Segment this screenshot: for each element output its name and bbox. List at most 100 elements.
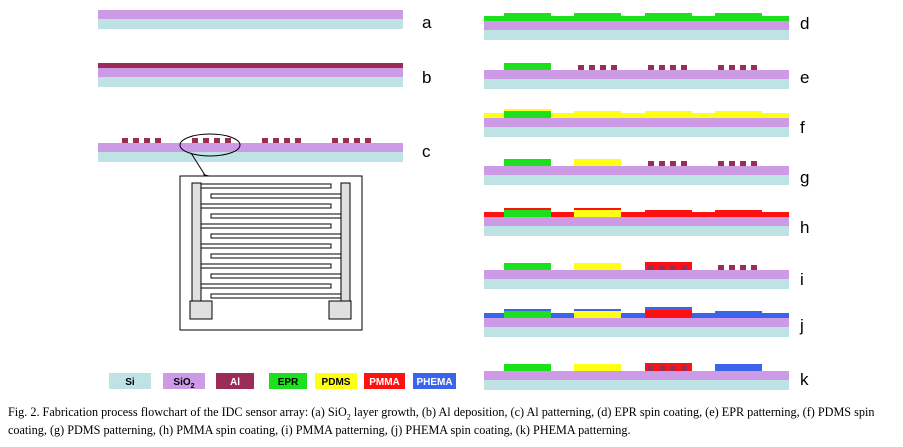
figure-caption: Fig. 2. Fabrication process flowchart of… xyxy=(8,403,900,439)
idc-top-view xyxy=(179,175,363,331)
fabrication-flowchart-figure: a b c xyxy=(98,10,809,390)
legend-label: PDMS xyxy=(322,377,351,388)
legend-swatch xyxy=(163,373,205,389)
al-electrodes xyxy=(578,65,757,70)
epr-pad xyxy=(504,63,551,70)
step-label-d: d xyxy=(800,14,809,33)
legend-swatch xyxy=(364,373,405,389)
sio2-layer xyxy=(484,217,789,226)
si-layer xyxy=(484,30,789,40)
idc-left-pad xyxy=(189,300,213,320)
si-layer xyxy=(484,279,789,289)
legend-swatch xyxy=(413,373,456,389)
step-label-a: a xyxy=(422,13,432,32)
legend-item-al: Al xyxy=(216,373,254,389)
legend-item-epr: EPR xyxy=(269,373,307,389)
step-a-stack xyxy=(98,10,403,29)
pmma-pad xyxy=(645,310,692,318)
caption-suffix: layer growth, (b) Al deposition, (c) Al … xyxy=(8,405,875,437)
idc-right-pad xyxy=(328,300,352,320)
legend-swatch xyxy=(315,373,357,389)
si-layer xyxy=(484,79,789,89)
idc-fingers xyxy=(200,183,342,299)
legend-label: EPR xyxy=(278,377,299,388)
step-label-c: c xyxy=(422,142,431,161)
al-electrodes xyxy=(648,366,687,371)
step-b-stack xyxy=(98,63,403,87)
pmma-layer xyxy=(484,208,789,217)
step-label-g: g xyxy=(800,168,809,187)
al-electrodes xyxy=(648,161,757,166)
step-i-stack xyxy=(484,262,789,289)
legend-label: PMMA xyxy=(369,377,400,388)
epr-pad xyxy=(504,364,551,371)
epr-pad xyxy=(504,159,551,166)
idc-right-busbar xyxy=(340,182,351,302)
sio2-layer xyxy=(484,166,789,175)
legend-swatch xyxy=(109,373,151,389)
al-layer xyxy=(98,63,403,68)
step-label-j: j xyxy=(799,316,804,335)
legend-item-pdms: PDMS xyxy=(315,373,357,389)
step-c-stack xyxy=(98,133,403,182)
step-k-stack xyxy=(484,363,789,390)
sio2-layer xyxy=(98,143,403,152)
legend-item-phema: PHEMA xyxy=(413,373,456,389)
legend-swatch xyxy=(269,373,307,389)
si-layer xyxy=(484,380,789,390)
pdms-pad xyxy=(574,210,621,217)
si-layer xyxy=(98,152,403,162)
sio2-layer xyxy=(98,68,403,77)
epr-pad xyxy=(504,111,551,118)
step-label-k: k xyxy=(800,370,809,389)
si-layer xyxy=(98,19,403,29)
si-layer xyxy=(484,327,789,337)
step-label-e: e xyxy=(800,68,809,87)
legend-item-si: Si xyxy=(109,373,151,389)
pdms-layer xyxy=(484,109,789,118)
legend-item-pmma: PMMA xyxy=(364,373,405,389)
phema-pad xyxy=(715,364,762,371)
step-label-i: i xyxy=(800,270,804,289)
idc-left-busbar xyxy=(191,182,202,302)
step-g-stack xyxy=(484,159,789,185)
sio2-layer xyxy=(484,70,789,79)
sio2-layer xyxy=(98,10,403,19)
sio2-layer xyxy=(484,21,789,30)
si-layer xyxy=(98,77,403,87)
step-j-stack xyxy=(484,307,789,337)
legend-label-main: SiO xyxy=(173,377,190,388)
step-label-f: f xyxy=(800,118,805,137)
legend-label-sub: 2 xyxy=(191,383,195,390)
caption-prefix: Fig. 2. Fabrication process flowchart of… xyxy=(8,405,347,419)
epr-layer xyxy=(484,13,789,21)
pmma-pad xyxy=(645,262,692,270)
legend-item-sio: SiO2 xyxy=(163,373,205,390)
zoom-ellipse xyxy=(179,133,241,157)
pdms-pad xyxy=(574,263,621,270)
epr-pad xyxy=(504,210,551,217)
sio2-layer xyxy=(484,270,789,279)
step-f-stack xyxy=(484,109,789,137)
si-layer xyxy=(484,226,789,236)
material-legend: Si SiO2 Al EPR PDMS PMMA PHEMA xyxy=(109,373,456,390)
sio2-layer xyxy=(484,118,789,127)
legend-label: SiO2 xyxy=(173,377,194,390)
pmma-pad xyxy=(645,363,692,371)
phema-layer xyxy=(484,307,789,318)
pdms-pad xyxy=(574,159,621,166)
sio2-layer xyxy=(484,371,789,380)
pdms-pad xyxy=(574,364,621,371)
pdms-pad xyxy=(574,311,621,318)
al-electrodes xyxy=(122,138,371,143)
epr-pad xyxy=(504,263,551,270)
al-electrodes xyxy=(648,265,757,270)
legend-label: Al xyxy=(230,377,240,388)
step-h-stack xyxy=(484,208,789,236)
si-layer xyxy=(484,127,789,137)
step-label-h: h xyxy=(800,218,809,237)
legend-swatch xyxy=(216,373,254,389)
epr-pad xyxy=(504,311,551,318)
step-label-b: b xyxy=(422,68,431,87)
step-e-stack xyxy=(484,63,789,89)
